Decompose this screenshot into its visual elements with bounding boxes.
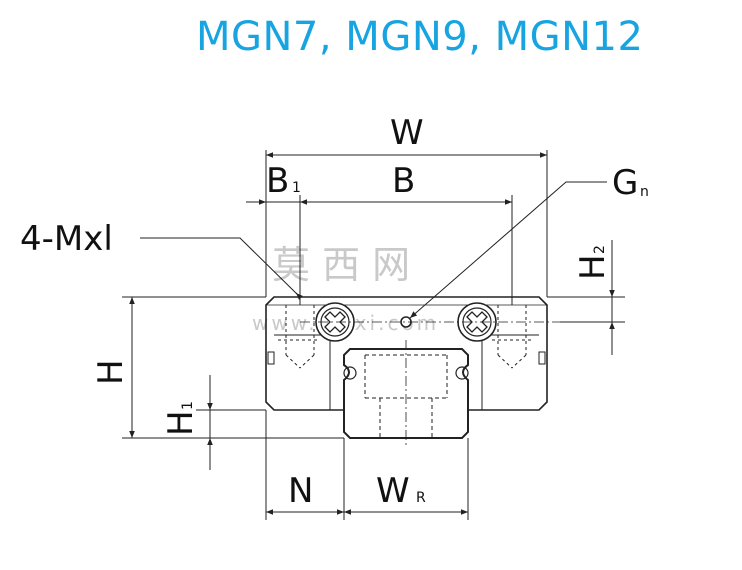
label-h1: H [161,410,201,436]
label-mounting-thread: 4-Mxl [20,219,113,259]
diagram-title: MGN7, MGN9, MGN12 [196,14,644,60]
label-g: G [612,163,638,203]
label-b1: B [266,161,289,201]
label-n: N [288,471,313,511]
label-h: H [91,359,131,385]
leader-g [409,181,607,319]
label-wr-sub: R [416,490,426,506]
label-w: W [390,113,424,153]
label-h2-sub: 2 [592,245,608,254]
watermark-chars: 莫 西 网 [272,243,410,287]
label-g-sub: n [640,184,649,200]
block-outline [265,296,548,411]
rail-outline [343,348,469,439]
label-b: B [392,161,415,201]
label-h2: H [573,254,613,280]
leader-m [140,237,301,298]
label-b1-sub: 1 [292,180,301,196]
label-wr: W [376,471,410,511]
label-h1-sub: 1 [180,401,196,410]
